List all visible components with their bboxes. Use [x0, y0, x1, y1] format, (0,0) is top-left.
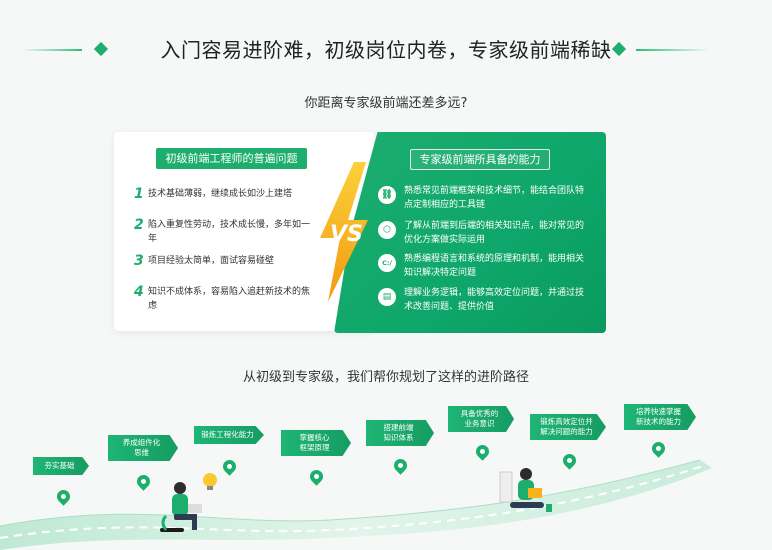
code-icon: C:/ [378, 254, 396, 272]
path-road [0, 459, 712, 550]
step-label: 搭建前端 [383, 423, 414, 432]
path-step-8: 培养快速掌握 新技术的能力 [624, 404, 696, 430]
header-divider-left [22, 49, 82, 51]
problem-number: 3 [134, 253, 144, 269]
ability-text: 熟悉常见前端框架和技术细节，能结合团队特点定制相应的工具链 [404, 186, 585, 210]
problem-text: 知识不成体系，容易陷入追赶新技术的焦虑 [148, 287, 311, 311]
problem-item: 4 知识不成体系，容易陷入追赶新技术的焦虑 [134, 285, 312, 313]
step-label: 养成组件化 [122, 438, 161, 447]
step-label: 掌握核心 [299, 433, 330, 442]
expert-panel-title: 专家级前端所具备的能力 [410, 149, 550, 170]
problem-text: 陷入重复性劳动，技术成长慢，多年如一年 [148, 220, 311, 244]
step-label: 思维 [134, 448, 149, 457]
ability-item: ⬡ 了解从前端到后端的相关知识点，能对常见的优化方案做实际运用 [378, 219, 590, 247]
person-lightbulb-illustration [160, 473, 217, 532]
path-step-5: 搭建前端 知识体系 [366, 420, 434, 446]
vs-lightning: VS [314, 162, 374, 302]
step-label: 新技术的能力 [636, 417, 681, 426]
step-label: 框架原理 [299, 443, 330, 452]
path-step-1: 夯实基础 [33, 457, 89, 475]
vs-label: VS [330, 222, 363, 247]
problem-item: 3 项目经验太简单，面试容易碰壁 [134, 254, 312, 268]
path-step-6: 具备优秀的 业务意识 [448, 406, 514, 432]
step-label: 培养快速掌握 [636, 407, 681, 416]
page-title: 入门容易进阶难，初级岗位内卷，专家级前端稀缺 [160, 38, 612, 62]
problem-number: 4 [134, 284, 144, 300]
ability-text: 理解业务逻辑，能够高效定位问题，并通过技术改善问题、提供价值 [404, 288, 585, 312]
problem-item: 1 技术基础薄弱，继续成长如沙上建塔 [134, 187, 312, 201]
lightning-icon [320, 162, 368, 302]
comparison-card: 初级前端工程师的普遍问题 专家级前端所具备的能力 1 技术基础薄弱，继续成长如沙… [114, 132, 606, 333]
problem-item: 2 陷入重复性劳动，技术成长慢，多年如一年 [134, 218, 312, 246]
step-label: 锻炼高效定位并 [540, 417, 593, 426]
section-subtitle: 你距离专家级前端还差多远? [304, 96, 468, 111]
ability-item: ⛓ 熟悉常见前端框架和技术细节，能结合团队特点定制相应的工具链 [378, 184, 590, 212]
page-header: 入门容易进阶难，初级岗位内卷，专家级前端稀缺 [0, 34, 772, 66]
path-title: 从初级到专家级，我们帮你规划了这样的进阶路径 [242, 370, 529, 385]
link-icon: ⛓ [378, 186, 396, 204]
step-label: 锻炼工程化能力 [201, 430, 254, 439]
problem-number: 1 [134, 186, 144, 202]
problem-text: 项目经验太简单，面试容易碰壁 [148, 256, 275, 266]
ability-item: C:/ 熟悉编程语言和系统的原理和机制，能用相关知识解决特定问题 [378, 252, 590, 280]
step-label: 解决问题的能力 [540, 427, 593, 436]
junior-panel-title: 初级前端工程师的普遍问题 [156, 148, 307, 169]
path-step-4: 掌握核心 框架原理 [281, 430, 351, 456]
step-label: 知识体系 [383, 433, 414, 442]
header-divider-right [636, 49, 710, 51]
person-laptop-illustration [499, 468, 552, 512]
chart-icon: ▤ [378, 288, 396, 306]
cube-icon: ⬡ [378, 221, 396, 239]
step-label: 夯实基础 [44, 461, 75, 470]
step-label: 业务意识 [464, 419, 495, 428]
problem-number: 2 [134, 217, 144, 233]
step-label: 具备优秀的 [460, 409, 499, 418]
path-step-3: 锻炼工程化能力 [194, 426, 264, 444]
ability-text: 熟悉编程语言和系统的原理和机制，能用相关知识解决特定问题 [404, 254, 585, 278]
ability-item: ▤ 理解业务逻辑，能够高效定位问题，并通过技术改善问题、提供价值 [378, 286, 590, 314]
path-step-7: 锻炼高效定位并 解决问题的能力 [530, 414, 606, 440]
ability-text: 了解从前端到后端的相关知识点，能对常见的优化方案做实际运用 [404, 221, 585, 245]
path-step-2: 养成组件化 思维 [108, 435, 178, 461]
problem-text: 技术基础薄弱，继续成长如沙上建塔 [148, 189, 293, 199]
